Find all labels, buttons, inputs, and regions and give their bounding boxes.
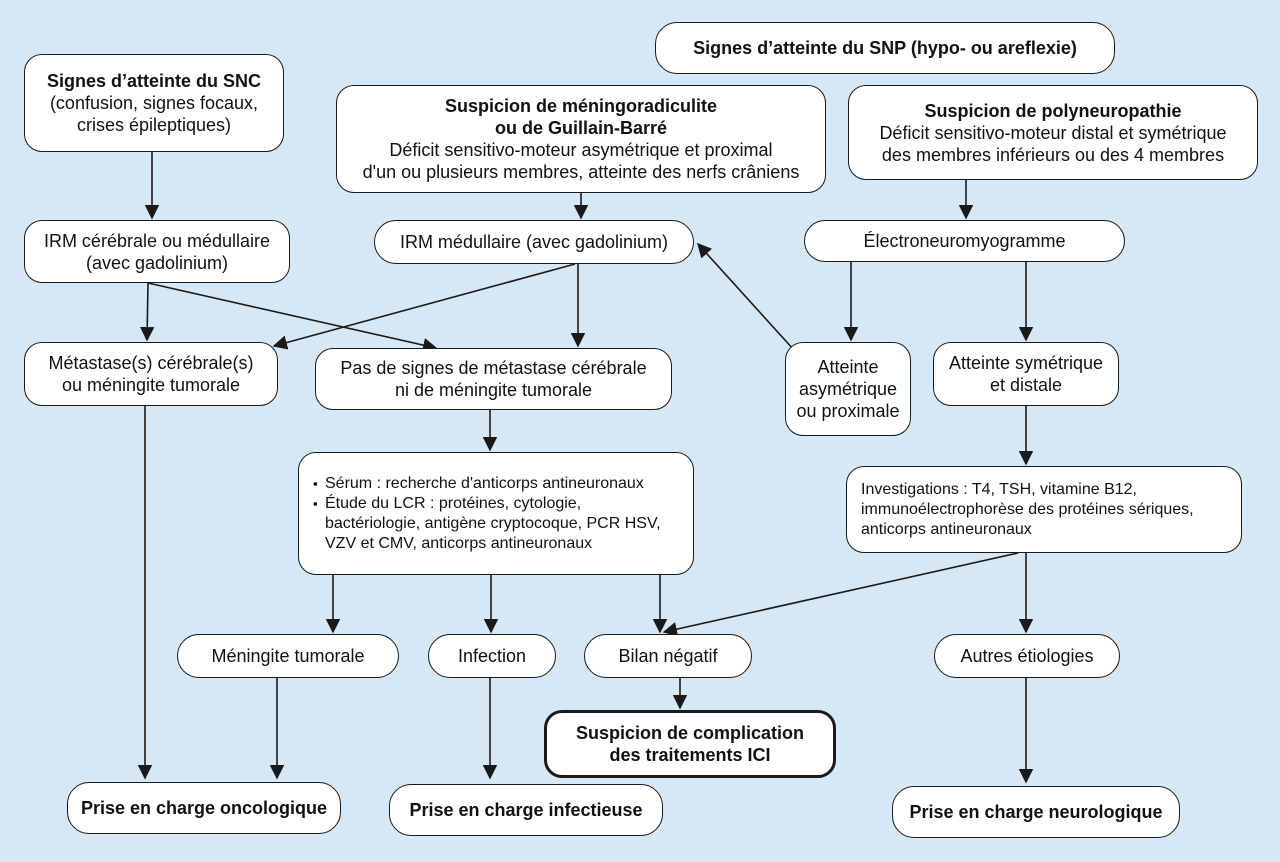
node-signes-snc-line2: crises épileptiques) (76, 115, 232, 135)
node-meningo-title1: Suspicion de méningoradiculite (444, 96, 718, 116)
node-pec-infectieuse: Prise en charge infectieuse (389, 784, 663, 836)
node-metastases: Métastase(s) cérébrale(s) ou méningite t… (24, 342, 278, 406)
node-asym-line3: ou proximale (796, 401, 900, 421)
node-pas-signes: Pas de signes de métastase cérébrale ni … (315, 348, 672, 410)
edge-irm-to-pas-signes (147, 282, 438, 353)
node-suspicion-ici-line2: des traitements ICI (609, 745, 771, 765)
node-irm-medullaire-text: IRM médullaire (avec gadolinium) (399, 232, 669, 252)
node-signes-snc-line1: (confusion, signes focaux, (49, 93, 259, 113)
node-pas-signes-line2: ni de méningite tumorale (394, 380, 593, 400)
node-autres-text: Autres étiologies (960, 646, 1094, 666)
node-meningo-title2: ou de Guillain-Barré (494, 118, 668, 138)
node-sym-line2: et distale (989, 375, 1063, 395)
node-atteinte-symetrique: Atteinte symétrique et distale (933, 342, 1119, 406)
node-enmg-text: Électroneuromyogramme (863, 231, 1066, 251)
node-pec-oncologique: Prise en charge oncologique (67, 782, 341, 834)
node-suspicion-polyneuropathie: Suspicion de polyneuropathie Déficit sen… (848, 85, 1258, 180)
node-bilan-negatif-text: Bilan négatif (618, 646, 718, 666)
node-pec-neuro-text: Prise en charge neurologique (909, 802, 1163, 822)
node-meningite-tumorale: Méningite tumorale (177, 634, 399, 678)
node-investigations: Investigations : T4, TSH, vitamine B12, … (846, 466, 1242, 553)
node-meningo-line2: d'un ou plusieurs membres, atteinte des … (362, 162, 800, 182)
node-metastases-line2: ou méningite tumorale (61, 375, 241, 395)
node-sym-line1: Atteinte symétrique (948, 353, 1104, 373)
node-serum-lcr: Sérum : recherche d'anticorps antineuron… (298, 452, 694, 575)
node-polyneuro-title: Suspicion de polyneuropathie (924, 100, 1182, 121)
lcr-bullet: Étude du LCR : protéines, cytologie, bac… (313, 494, 679, 554)
node-asym-line2: asymétrique (798, 379, 898, 399)
node-investigations-line3: anticorps antineuronaux (861, 520, 1032, 538)
edge-irm-to-metastases (140, 282, 155, 342)
node-meningo-line1: Déficit sensitivo-moteur asymétrique et … (389, 140, 773, 160)
node-pas-signes-line1: Pas de signes de métastase cérébrale (340, 358, 647, 378)
serum-bullet-list: Sérum : recherche d'anticorps antineuron… (313, 474, 679, 554)
node-polyneuro-line2: des membres inférieurs ou des 4 membres (881, 144, 1225, 165)
node-pec-infect-text: Prise en charge infectieuse (409, 800, 643, 820)
node-metastases-line1: Métastase(s) cérébrale(s) (48, 353, 254, 373)
node-irm-cerebrale: IRM cérébrale ou médullaire (avec gadoli… (24, 220, 290, 283)
node-electroneuromyogramme: Électroneuromyogramme (804, 220, 1125, 262)
node-polyneuro-line1: Déficit sensitivo-moteur distal et symét… (879, 122, 1227, 143)
node-asym-line1: Atteinte (817, 357, 879, 377)
node-pec-onco-text: Prise en charge oncologique (80, 798, 328, 818)
edge-irm-medullaire-to-metastases (272, 263, 576, 350)
node-irm-cerebrale-line1: IRM cérébrale ou médullaire (43, 230, 271, 251)
node-signes-snc: Signes d’atteinte du SNC (confusion, sig… (24, 54, 284, 152)
node-suspicion-meningoradiculite: Suspicion de méningoradiculite ou de Gui… (336, 85, 826, 193)
node-signes-snp-title: Signes d’atteinte du SNP (hypo- ou arefl… (693, 38, 1077, 58)
node-investigations-line2: immunoélectrophorèse des protéines sériq… (861, 500, 1194, 518)
node-irm-medullaire: IRM médullaire (avec gadolinium) (374, 220, 694, 264)
node-suspicion-ici-line1: Suspicion de complication (575, 723, 805, 743)
node-suspicion-ici: Suspicion de complication des traitement… (544, 710, 836, 778)
node-signes-snp: Signes d’atteinte du SNP (hypo- ou arefl… (655, 22, 1115, 74)
serum-bullet: Sérum : recherche d'anticorps antineuron… (313, 474, 679, 494)
node-infection-text: Infection (457, 646, 527, 666)
node-investigations-line1: Investigations : T4, TSH, vitamine B12, (861, 480, 1137, 498)
node-bilan-negatif: Bilan négatif (584, 634, 752, 678)
node-pec-neurologique: Prise en charge neurologique (892, 786, 1180, 838)
node-autres-etiologies: Autres étiologies (934, 634, 1120, 678)
node-meningite-tumorale-text: Méningite tumorale (211, 646, 365, 666)
node-signes-snc-title: Signes d’atteinte du SNC (46, 71, 262, 91)
node-atteinte-asymetrique: Atteinte asymétrique ou proximale (785, 342, 911, 436)
node-irm-cerebrale-line2: (avec gadolinium) (85, 252, 229, 273)
edge-investigations-to-bilan (662, 552, 1019, 637)
node-infection: Infection (428, 634, 556, 678)
edge-asym-to-irm-medullaire (697, 242, 795, 351)
